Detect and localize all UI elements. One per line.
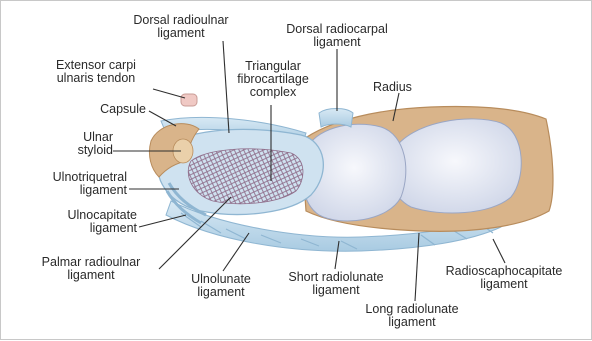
label-palmar-radioulnar-ligament: Palmar radioulnar ligament <box>21 256 161 282</box>
label-long-radiolunate-ligament: Long radiolunate ligament <box>347 303 477 329</box>
dorsal-radiocarpal-band <box>319 109 353 128</box>
ecu-tendon <box>181 94 197 106</box>
label-dorsal-radioulnar-ligament: Dorsal radioulnar ligament <box>111 14 251 40</box>
label-capsule: Capsule <box>41 103 146 116</box>
label-dorsal-radiocarpal-ligament: Dorsal radiocarpal ligament <box>267 23 407 49</box>
label-triangular-fibrocartilage-complex: Triangular fibrocartilage complex <box>223 60 323 99</box>
label-extensor-carpi-ulnaris-tendon: Extensor carpi ulnaris tendon <box>31 59 161 85</box>
label-short-radiolunate-ligament: Short radiolunate ligament <box>271 271 401 297</box>
label-ulnar-styloid: Ulnar styloid <box>31 131 113 157</box>
label-radioscaphocapitate-ligament: Radioscaphocapitate ligament <box>429 265 579 291</box>
label-ulnolunate-ligament: Ulnolunate ligament <box>171 273 271 299</box>
label-ulnocapitate-ligament: Ulnocapitate ligament <box>1 209 137 235</box>
tfcc-mesh <box>188 149 303 204</box>
label-ulnotriquetral-ligament: Ulnotriquetral ligament <box>1 171 127 197</box>
label-radius: Radius <box>373 81 412 94</box>
